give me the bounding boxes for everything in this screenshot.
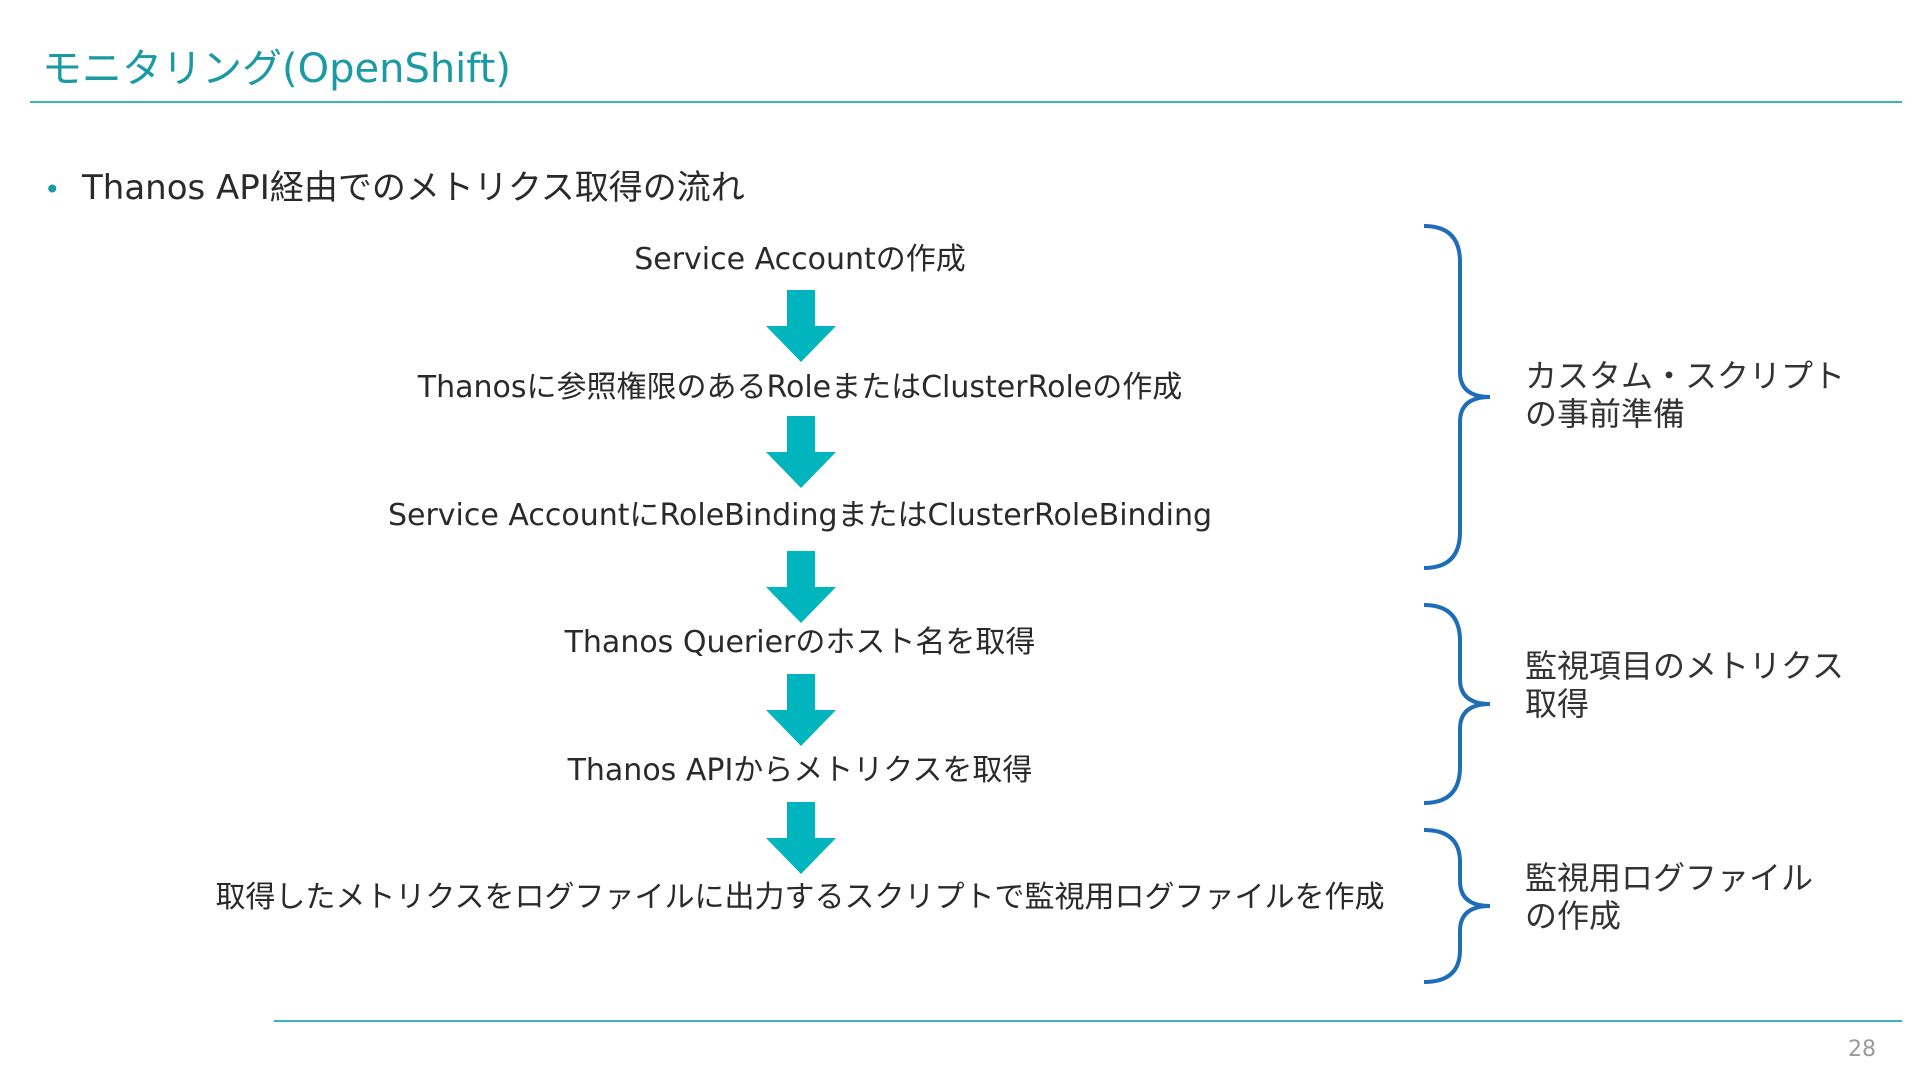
flow-step-6-text: 取得したメトリクスをログファイルに出力するスクリプトで監視用ログファイルを作成 bbox=[215, 880, 1385, 915]
bullet-dot: • bbox=[44, 173, 61, 206]
group-label-1: カスタム・スクリプト の事前準備 bbox=[1525, 357, 1885, 433]
down-arrow-icon bbox=[766, 551, 836, 623]
group-brace-1 bbox=[1423, 224, 1490, 570]
bullet-item: • Thanos API経由でのメトリクス取得の流れ bbox=[44, 160, 745, 209]
flow-step-3: Service AccountにRoleBindingまたはClusterRol… bbox=[387, 498, 1213, 533]
down-arrow-icon bbox=[766, 802, 836, 874]
group-brace-2 bbox=[1423, 603, 1490, 805]
group-label-3: 監視用ログファイル の作成 bbox=[1525, 859, 1885, 935]
group-label-3-line2: の作成 bbox=[1525, 897, 1622, 935]
bullet-text: Thanos API経由でのメトリクス取得の流れ bbox=[82, 168, 745, 208]
group-label-2-line1: 監視項目のメトリクス bbox=[1525, 647, 1845, 685]
flow-step-2: Thanosに参照権限のあるRoleまたはClusterRoleの作成 bbox=[417, 370, 1183, 405]
title-divider bbox=[30, 101, 1902, 103]
flow-step-5: Thanos APIからメトリクスを取得 bbox=[567, 753, 1033, 788]
group-label-1-line1: カスタム・スクリプト bbox=[1525, 357, 1846, 395]
slide-title: モニタリング(OpenShift) bbox=[42, 46, 511, 92]
group-brace-3 bbox=[1423, 828, 1490, 984]
group-label-3-line1: 監視用ログファイル bbox=[1525, 859, 1814, 897]
page-number: 28 bbox=[1848, 1037, 1876, 1062]
flow-step-1: Service Accountの作成 bbox=[634, 242, 966, 277]
group-label-1-line2: の事前準備 bbox=[1525, 395, 1686, 433]
footer-divider bbox=[274, 1020, 1902, 1022]
down-arrow-icon bbox=[766, 674, 836, 746]
down-arrow-icon bbox=[766, 290, 836, 362]
flow-step-4: Thanos Querierのホスト名を取得 bbox=[564, 625, 1036, 660]
group-label-2-line2: 取得 bbox=[1525, 685, 1590, 723]
down-arrow-icon bbox=[766, 416, 836, 488]
flow-step-6: 取得したメトリクスをログファイルに出力するスクリプトで監視用ログファイルを作成 bbox=[200, 879, 1400, 917]
group-label-2: 監視項目のメトリクス 取得 bbox=[1525, 647, 1885, 723]
